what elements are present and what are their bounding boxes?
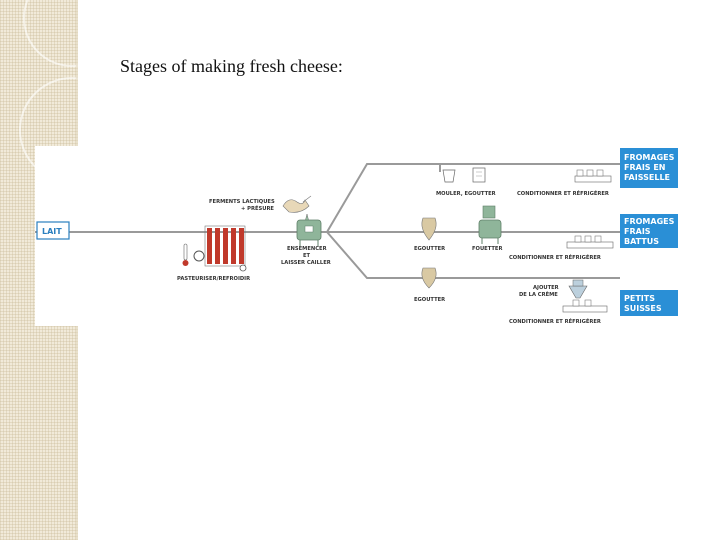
ensemencer-label-1: ENSEMENCER: [287, 246, 327, 252]
result-box-faisselle: [620, 148, 678, 188]
middle-step1-label: EGOUTTER: [414, 246, 445, 252]
hand-icon: [282, 195, 312, 213]
ensemencer-label-3: LAISSER CAILLER: [281, 260, 331, 266]
heat-exchanger-icon: [193, 225, 247, 272]
bottom-step3-label: CONDITIONNER ET RÉFRIGÉRER: [509, 317, 601, 325]
culture-tank-icon: [296, 219, 322, 246]
packaging-line-top-icon: [574, 169, 612, 183]
result-faisselle-1: FROMAGES: [624, 153, 675, 162]
pipe-top: [326, 163, 620, 233]
slide-title: Stages of making fresh cheese:: [120, 56, 343, 76]
ensemencer-label-2: ET: [303, 253, 311, 259]
diagram-svg: LAIT FERMENTS LACTIQUES + PRÉSURE PASTEU…: [35, 148, 678, 325]
result-suisses-2: SUISSES: [624, 304, 662, 313]
top-step2-label: CONDITIONNER ET RÉFRIGÉRER: [517, 189, 609, 197]
draining-bag-icon-bottom: [421, 267, 437, 289]
middle-step3-label: CONDITIONNER ET RÉFRIGÉRER: [509, 253, 601, 261]
packaging-line-middle-icon: [566, 235, 614, 249]
result-battus-2: FRAIS: [624, 227, 651, 236]
result-suisses-1: PETITS: [624, 294, 655, 303]
pipes: [35, 163, 620, 279]
ferments-label-2: + PRÉSURE: [241, 204, 274, 212]
top-step1-label: MOULER, EGOUTTER: [436, 191, 496, 197]
lait-box: [36, 221, 70, 240]
bottom-step2-label-1: AJOUTER: [533, 285, 559, 291]
whisk-tank-icon: [478, 205, 502, 244]
result-box-suisses: [620, 290, 678, 316]
result-faisselle-3: FAISSELLE: [624, 173, 670, 182]
ferments-label-1: FERMENTS LACTIQUES: [209, 199, 275, 205]
result-battus-1: FROMAGES: [624, 217, 675, 226]
middle-step2-label: FOUETTER: [472, 246, 502, 252]
cream-funnel-icon: [562, 279, 608, 313]
mould-icon: [442, 167, 486, 183]
bottom-step2-label-2: DE LA CRÈME: [519, 290, 558, 298]
pipe-bottom: [326, 231, 620, 279]
bottom-step1-label: EGOUTTER: [414, 297, 445, 303]
result-box-battus: [620, 214, 678, 248]
draining-bag-icon-middle: [421, 217, 437, 241]
result-faisselle-2: FRAIS EN: [624, 163, 666, 172]
pasteuriser-label: PASTEURISER/REFROIDIR: [177, 276, 250, 282]
cheese-process-diagram: LAIT FERMENTS LACTIQUES + PRÉSURE PASTEU…: [35, 146, 689, 326]
thermometer-icon: [182, 243, 189, 266]
lait-label: LAIT: [42, 227, 62, 236]
result-battus-3: BATTUS: [624, 237, 659, 246]
